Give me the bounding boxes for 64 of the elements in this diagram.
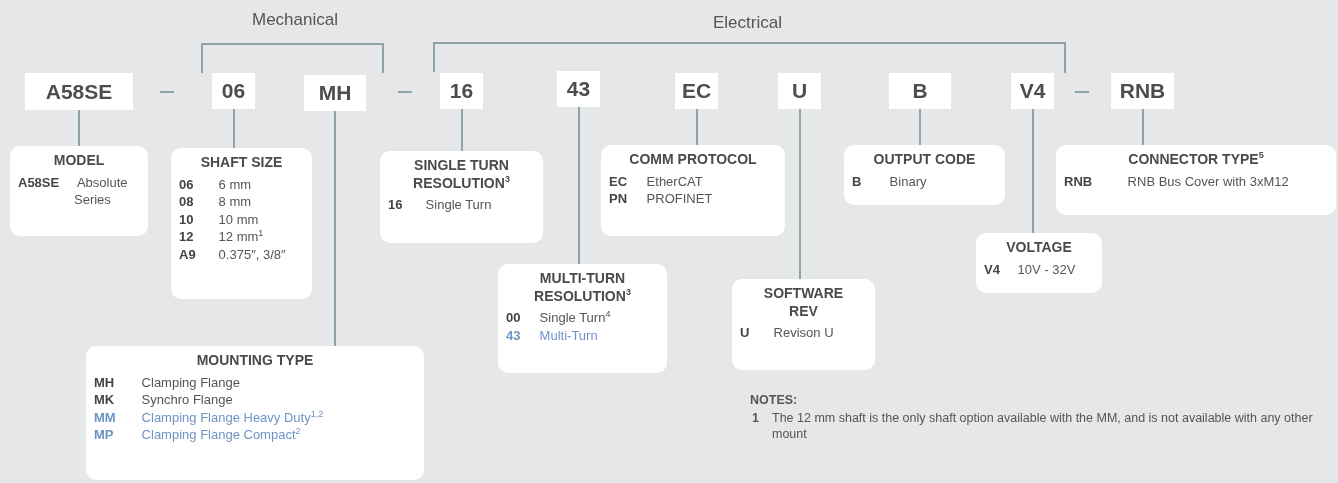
code-segment-box: 16 — [440, 73, 483, 109]
code-segment-box: A58SE — [25, 73, 133, 110]
option-heading: MULTI-TURN RESOLUTION$^{3}$ — [533, 270, 632, 305]
option-card — [1056, 145, 1336, 215]
connector-line — [1032, 108, 1034, 234]
option-heading: MOUNTING TYPE — [195, 352, 315, 370]
option-card — [498, 264, 667, 373]
option-entry: 16 Single Turn — [388, 196, 493, 214]
option-entry: EC EtherCAT — [609, 172, 704, 191]
option-heading: SHAFT SIZE — [199, 154, 284, 172]
option-entry: 06 6 mm — [179, 175, 253, 194]
option-entry: B Binary — [852, 172, 928, 191]
option-entry: 12 12 mm$^{1}$ — [179, 228, 265, 246]
option-card — [10, 146, 148, 236]
option-entry: 43 Multi-Turn — [506, 326, 599, 345]
connector-line — [334, 110, 336, 347]
option-card — [380, 151, 543, 243]
group-label: Mechanical — [252, 10, 338, 30]
option-entry: U Revison U — [740, 324, 835, 342]
option-card — [86, 346, 424, 480]
option-card — [976, 233, 1102, 293]
code-segment-box: V4 — [1011, 73, 1054, 109]
option-card — [601, 145, 785, 236]
option-heading: OUTPUT CODE — [872, 151, 977, 169]
notes-heading: NOTES: — [750, 392, 798, 409]
connector-line — [78, 109, 80, 147]
option-heading: SOFTWARE REV — [762, 285, 845, 320]
code-segment-box: RNB — [1111, 73, 1174, 109]
option-entry: 00 Single Turn$^{4}$ — [506, 309, 612, 327]
option-entry: MH Clamping Flange — [94, 373, 241, 392]
connector-line — [461, 108, 463, 152]
option-entry: A58SE Absolute Series — [18, 173, 129, 209]
option-entry: A9 0.375″, 3/8″ — [179, 245, 287, 264]
connector-line — [1142, 108, 1144, 146]
option-heading: CONNECTOR TYPE$^{5}$ — [1127, 151, 1265, 169]
code-segment-box: B — [889, 73, 951, 109]
option-heading: SINGLE TURN RESOLUTION$^{3}$ — [412, 157, 511, 192]
option-heading: COMM PROTOCOL — [628, 151, 758, 169]
note-number: 1 — [752, 410, 759, 427]
note-text: The 12 mm shaft is the only shaft option available with the MM, and is not available with any other mount — [772, 410, 1314, 443]
option-entry: 10 10 mm — [179, 210, 260, 229]
connector-line — [919, 108, 921, 146]
option-entry: V4 10V - 32V — [984, 260, 1077, 279]
option-entry: MM Clamping Flange Heavy Duty$^{1,2}$ — [94, 408, 325, 427]
option-heading: VOLTAGE — [1005, 239, 1073, 257]
option-heading: MODEL — [52, 152, 106, 170]
option-entry: 08 8 mm — [179, 193, 253, 211]
option-entry: MK Synchro Flange — [94, 391, 234, 409]
code-segment-box: MH — [304, 75, 366, 111]
code-segment-box: EC — [675, 73, 718, 109]
option-entry: MP Clamping Flange Compact$^{2}$ — [94, 426, 302, 444]
code-segment-box: 43 — [557, 71, 600, 107]
option-entry: PN PROFINET — [609, 190, 714, 208]
connector-line — [799, 108, 801, 280]
connector-line — [578, 106, 580, 265]
code-segment-box: U — [778, 73, 821, 109]
connector-line — [233, 108, 235, 149]
option-card — [732, 279, 875, 370]
option-card — [171, 148, 312, 299]
connector-line — [696, 108, 698, 146]
group-label: Electrical — [713, 13, 782, 33]
option-card — [844, 145, 1005, 205]
option-entry: RNB RNB Bus Cover with 3xM12 — [1064, 172, 1290, 191]
code-segment-box: 06 — [212, 73, 255, 109]
